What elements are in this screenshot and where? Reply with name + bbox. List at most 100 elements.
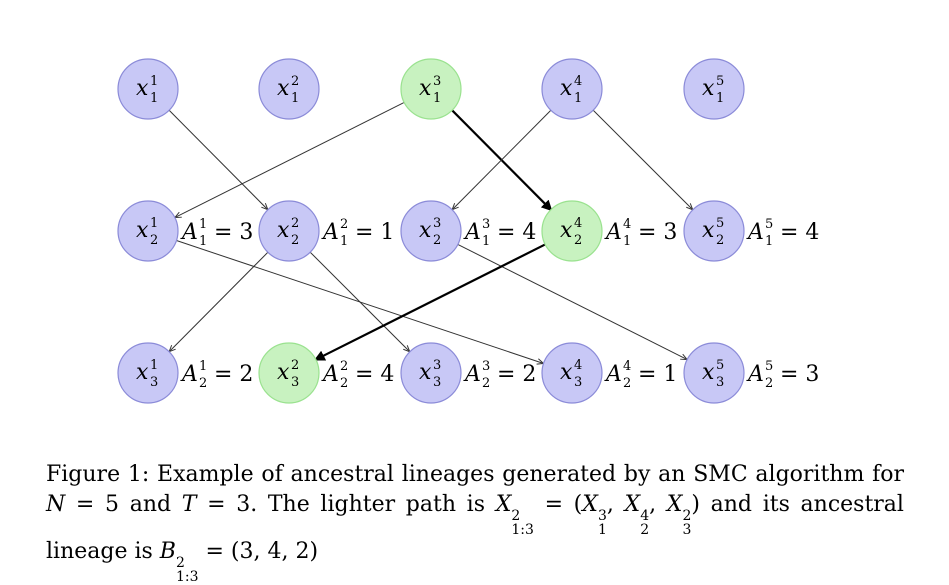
- ancestor-superscript: 5: [765, 359, 773, 374]
- node-circle: [258, 342, 320, 404]
- ancestor-symbol: A: [604, 220, 622, 245]
- ancestor-symbol: A: [321, 362, 339, 387]
- node-circle: [400, 342, 462, 404]
- ancestor-value: = 4: [497, 220, 536, 245]
- node-superscript: 1: [150, 358, 158, 373]
- edge-x_2-3-to-x_3-5: [457, 244, 687, 359]
- figure-caption: Figure 1: Example of ancestral lineages …: [46, 460, 904, 584]
- node-circle: [683, 200, 745, 262]
- edge-x_1-4-to-x_2-5: [592, 109, 693, 210]
- caption-text: lineage is: [46, 539, 160, 564]
- ancestor-value: = 3: [780, 362, 819, 387]
- caption-x-path-sub: 1:3: [511, 522, 534, 538]
- caption-text: = 5 and: [65, 492, 182, 517]
- caption-x3-sup: 2: [682, 508, 692, 524]
- node-subscript: 1: [150, 91, 158, 106]
- caption-x3-sub: 3: [682, 522, 692, 538]
- ancestor-subscript: 2: [340, 376, 348, 391]
- caption-b-sup: 2: [175, 555, 185, 571]
- caption-x1: X: [582, 492, 598, 517]
- ancestor-subscript: 1: [340, 234, 348, 249]
- ancestor-subscript: 1: [765, 234, 773, 249]
- ancestor-superscript: 2: [340, 217, 348, 232]
- ancestor-superscript: 4: [623, 217, 631, 232]
- node-superscript: 2: [291, 216, 299, 231]
- ancestor-value: = 4: [355, 362, 394, 387]
- ancestor-superscript: 1: [199, 359, 207, 374]
- caption-x2-sub: 2: [640, 522, 650, 538]
- ancestor-value: = 2: [214, 362, 253, 387]
- node-symbol: x: [702, 218, 715, 243]
- ancestor-symbol: A: [604, 362, 622, 387]
- ancestor-symbol: A: [180, 362, 198, 387]
- node-subscript: 3: [716, 375, 724, 390]
- edge-x_2-2-to-x_3-1: [169, 251, 269, 351]
- ancestor-symbol: A: [321, 220, 339, 245]
- caption-x-path-sup: 2: [511, 508, 521, 524]
- node-superscript: 4: [574, 358, 582, 373]
- node-symbol: x: [136, 76, 149, 101]
- node-superscript: 1: [150, 74, 158, 89]
- node-circle: [683, 342, 745, 404]
- ancestor-value: = 3: [214, 220, 253, 245]
- node-circle: [258, 58, 320, 120]
- caption-text: = 3. The lighter path is: [196, 492, 496, 517]
- node-symbol: x: [277, 76, 290, 101]
- caption-text: = (3, 4, 2): [198, 539, 319, 564]
- ancestor-superscript: 2: [340, 359, 348, 374]
- ancestor-superscript: 4: [623, 359, 631, 374]
- node-subscript: 2: [433, 233, 441, 248]
- edges: [169, 102, 693, 363]
- ancestor-symbol: A: [746, 220, 764, 245]
- ancestor-subscript: 2: [765, 376, 773, 391]
- ancestor-value: = 4: [780, 220, 819, 245]
- node-circle: [683, 58, 745, 120]
- node-subscript: 2: [574, 233, 582, 248]
- ancestor-symbol: A: [746, 362, 764, 387]
- ancestor-superscript: 3: [482, 217, 490, 232]
- node-symbol: x: [136, 360, 149, 385]
- node-symbol: x: [702, 360, 715, 385]
- node-subscript: 1: [291, 91, 299, 106]
- node-symbol: x: [419, 218, 432, 243]
- node-superscript: 3: [433, 358, 441, 373]
- ancestor-value: = 3: [638, 220, 677, 245]
- node-symbol: x: [136, 218, 149, 243]
- caption-line-1: Figure 1: Example of ancestral lineages …: [46, 462, 904, 487]
- node-circle: [541, 200, 603, 262]
- caption-text: ) and its ancestral: [691, 492, 904, 517]
- node-superscript: 1: [150, 216, 158, 231]
- caption-x-path: X: [495, 492, 512, 517]
- edge-x_1-4-to-x_2-3: [452, 109, 552, 209]
- ancestor-symbol: A: [463, 362, 481, 387]
- node-circle: [117, 200, 179, 262]
- node-circle: [258, 200, 320, 262]
- node-circle: [117, 58, 179, 120]
- node-superscript: 5: [716, 74, 724, 89]
- ancestor-subscript: 1: [623, 234, 631, 249]
- node-subscript: 1: [574, 91, 582, 106]
- ancestor-superscript: 1: [199, 217, 207, 232]
- ancestor-subscript: 1: [199, 234, 207, 249]
- caption-n: N: [46, 492, 66, 517]
- node-circle: [541, 342, 603, 404]
